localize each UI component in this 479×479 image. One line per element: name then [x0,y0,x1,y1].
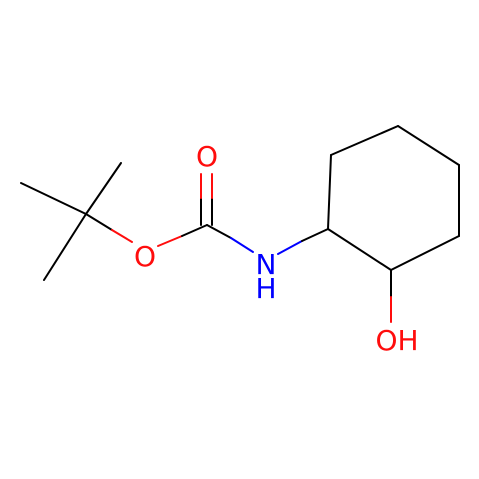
carbonyl-double-bond [200,173,213,226]
nitrogen-hydrogen-label: H [255,272,276,305]
cyclohexane-ring [327,125,460,271]
ring-bond-1 [327,154,332,230]
carbonyl-oxygen-label: O [196,140,218,173]
bond-n-ring-black [301,228,329,242]
bond-methyl-left [20,182,87,215]
bond-o-carbonylc-black [181,224,208,237]
bond-c-n-black [206,224,232,239]
bond-methyl-top [85,162,122,215]
hydroxyl-label: OH [375,324,418,357]
bond-c-o-ester-black [85,213,113,231]
tert-butyl-group [20,162,122,281]
ester-oxygen-label: O [134,240,156,273]
bond-c-n-blue [230,237,254,253]
amide-bond-group [206,224,329,255]
bond-methyl-bottom [43,213,87,281]
ester-bond-group [85,213,208,247]
nitrogen-label: N [256,248,277,281]
ring-bond-3 [397,125,460,166]
bond-c-o-ester-red [111,229,133,243]
bond-n-ring-blue [277,240,303,255]
ring-bond-5 [390,235,460,271]
ring-bond-2 [330,125,399,156]
bond-o-carbonylc-red [157,235,183,247]
ring-bond-6 [327,228,392,271]
